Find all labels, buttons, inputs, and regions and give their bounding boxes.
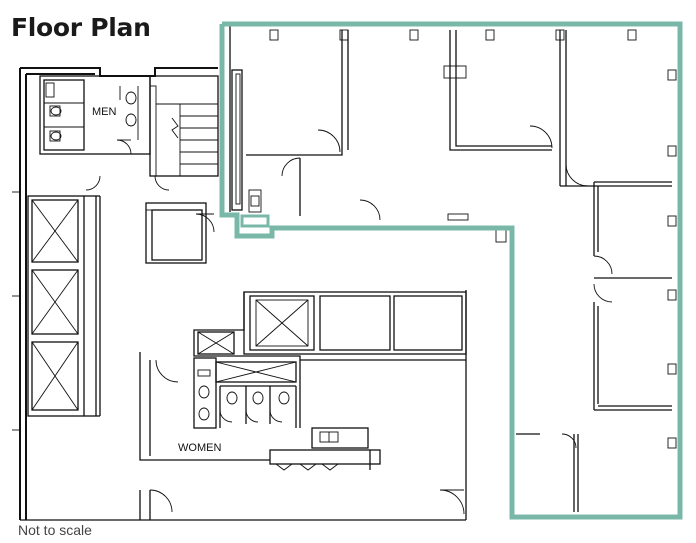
stair-corridor-rooms [145,202,215,264]
core-block [193,291,467,383]
men-label: MEN [92,106,117,118]
page-title: Floor Plan [11,13,151,42]
highlight-area-outline [219,21,683,520]
window-mullions [12,29,677,449]
exterior-walls [19,67,466,521]
office-walls [229,26,672,512]
stairs [85,75,219,191]
women-label: WOMEN [178,442,221,454]
scale-note: Not to scale [18,522,92,538]
womens-restroom [139,352,466,461]
highlight-notch [240,214,270,228]
kitchenette [139,290,467,520]
elevators [27,195,101,417]
